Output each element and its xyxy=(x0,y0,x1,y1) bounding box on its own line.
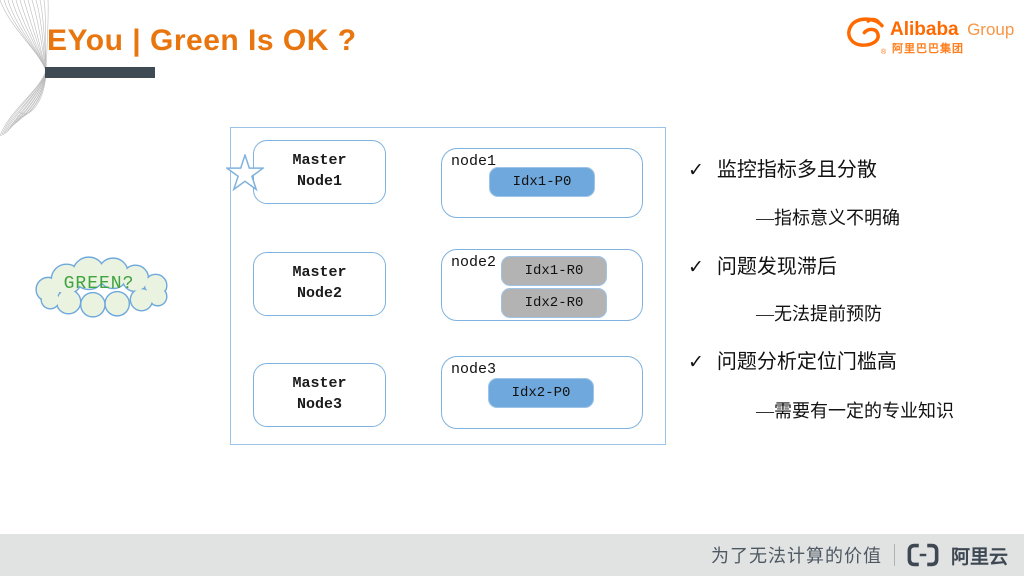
master-label-line1: Master xyxy=(292,152,347,169)
bullet-item: ✓ 问题发现滞后 xyxy=(688,250,837,279)
node-label: node1 xyxy=(451,153,497,170)
node-label: node2 xyxy=(451,254,497,271)
logo-wordmark: Alibaba Group xyxy=(890,19,1014,41)
master-label-line2: Node3 xyxy=(296,396,342,413)
check-icon: ✓ xyxy=(688,352,704,373)
bullet-text: 监控指标多且分散 xyxy=(716,159,877,181)
bullet-text: 问题分析定位门槛高 xyxy=(716,351,897,373)
decorative-swirl xyxy=(0,0,49,137)
node-label: node3 xyxy=(451,361,497,378)
master-node2-box: Master Node2 xyxy=(253,252,386,316)
aliyun-cloud-icon xyxy=(907,543,939,567)
master-label-line1: Master xyxy=(292,264,347,281)
shard-idx2-r0: Idx2-R0 xyxy=(501,288,607,318)
bullet-subtext: —指标意义不明确 xyxy=(756,208,900,228)
shard-idx2-p0: Idx2-P0 xyxy=(488,378,594,408)
bullet-subtext: —需要有一定的专业知识 xyxy=(756,401,954,421)
bullet-item: ✓ 监控指标多且分散 xyxy=(688,153,877,182)
alibaba-group-logo: ® Alibaba Group 阿里巴巴集团 xyxy=(843,13,1014,61)
footer-brand: 阿里云 xyxy=(950,546,1008,568)
cluster-diagram: Master Node1 Master Node2 Master Node3 n… xyxy=(226,127,666,445)
footer-divider xyxy=(893,544,895,566)
cloud-shape xyxy=(35,256,168,318)
logo-brand-text: Alibaba xyxy=(890,19,959,40)
logo-chinese-text: 阿里巴巴集团 xyxy=(892,43,964,55)
title-underline xyxy=(45,67,155,78)
registered-mark: ® xyxy=(881,49,887,56)
page-title: EYou | Green Is OK ? xyxy=(47,24,357,57)
data-node2-box: node2 Idx1-R0 Idx2-R0 xyxy=(441,249,643,321)
bullet-text: 问题发现滞后 xyxy=(716,256,837,278)
shard-idx1-r0: Idx1-R0 xyxy=(501,256,607,286)
alibaba-logo-icon xyxy=(847,17,884,47)
master-label-line2: Node2 xyxy=(296,285,342,302)
shard-idx1-p0: Idx1-P0 xyxy=(489,167,595,197)
footer-bar: 为了无法计算的价值 阿里云 xyxy=(0,534,1024,576)
master-label-line1: Master xyxy=(292,375,347,392)
master-label-line2: Node1 xyxy=(296,173,342,190)
bullet-item: ✓ 问题分析定位门槛高 xyxy=(688,345,897,374)
footer-slogan: 为了无法计算的价值 xyxy=(710,546,882,566)
logo-suffix-text: Group xyxy=(967,20,1015,39)
master-node1-box: Master Node1 xyxy=(226,140,386,204)
check-icon: ✓ xyxy=(688,257,704,278)
check-icon: ✓ xyxy=(688,160,704,181)
bullet-subtext: —无法提前预防 xyxy=(756,304,882,324)
data-node3-box: node3 Idx2-P0 xyxy=(441,356,643,429)
master-node3-box: Master Node3 xyxy=(253,363,386,427)
cloud-label: GREEN? xyxy=(63,274,135,294)
star-icon xyxy=(226,154,264,192)
green-cloud: GREEN? xyxy=(28,249,180,319)
data-node1-box: node1 Idx1-P0 xyxy=(441,148,643,218)
